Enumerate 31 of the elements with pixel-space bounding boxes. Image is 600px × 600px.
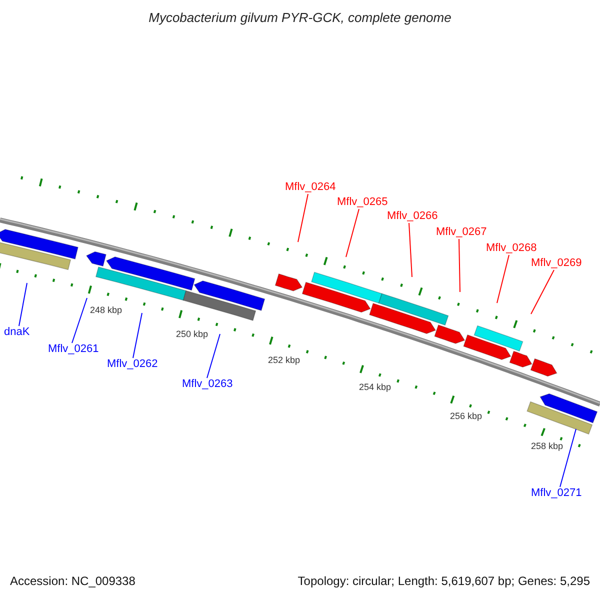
- leader-line: [132, 312, 142, 358]
- gene-label: Mflv_0261: [48, 343, 99, 356]
- gene-label: Mflv_0269: [531, 257, 582, 270]
- scale-label: 256 kbp: [450, 411, 482, 421]
- gene-label: Mflv_0266: [387, 210, 438, 223]
- diagram-title: Mycobacterium gilvum PYR-GCK, complete genome: [148, 10, 452, 25]
- genome-info-text: Topology: circular; Length: 5,619,607 bp; Genes: 5,295: [298, 574, 590, 588]
- leader-line: [206, 334, 220, 378]
- gene-label: Mflv_0264: [285, 181, 336, 194]
- accession-text: Accession: NC_009338: [10, 574, 136, 588]
- leader-line: [298, 194, 308, 242]
- scale-label: 254 kbp: [358, 382, 392, 392]
- leader-line: [72, 298, 88, 344]
- leader-line: [530, 270, 554, 314]
- gene-label: Mflv_0263: [182, 378, 233, 391]
- scale-label: 252 kbp: [268, 355, 300, 365]
- gene-label: Mflv_0265: [337, 196, 388, 209]
- gene-label: dnaK: [4, 326, 30, 339]
- gene-label: Mflv_0268: [486, 242, 537, 255]
- scale-label: 248 kbp: [90, 305, 122, 315]
- leader-line: [408, 222, 412, 278]
- leader-line: [18, 282, 28, 326]
- leader-line: [458, 238, 460, 292]
- gene-label: Mflv_0267: [436, 226, 487, 239]
- leader-line: [346, 208, 360, 258]
- gene-label: Mflv_0262: [107, 358, 158, 371]
- scale-label: 250 kbp: [176, 329, 208, 339]
- leader-line: [560, 428, 576, 488]
- leader-line: [496, 254, 510, 304]
- gene-label: Mflv_0271: [531, 487, 582, 500]
- scale-label: 258 kbp: [530, 441, 564, 451]
